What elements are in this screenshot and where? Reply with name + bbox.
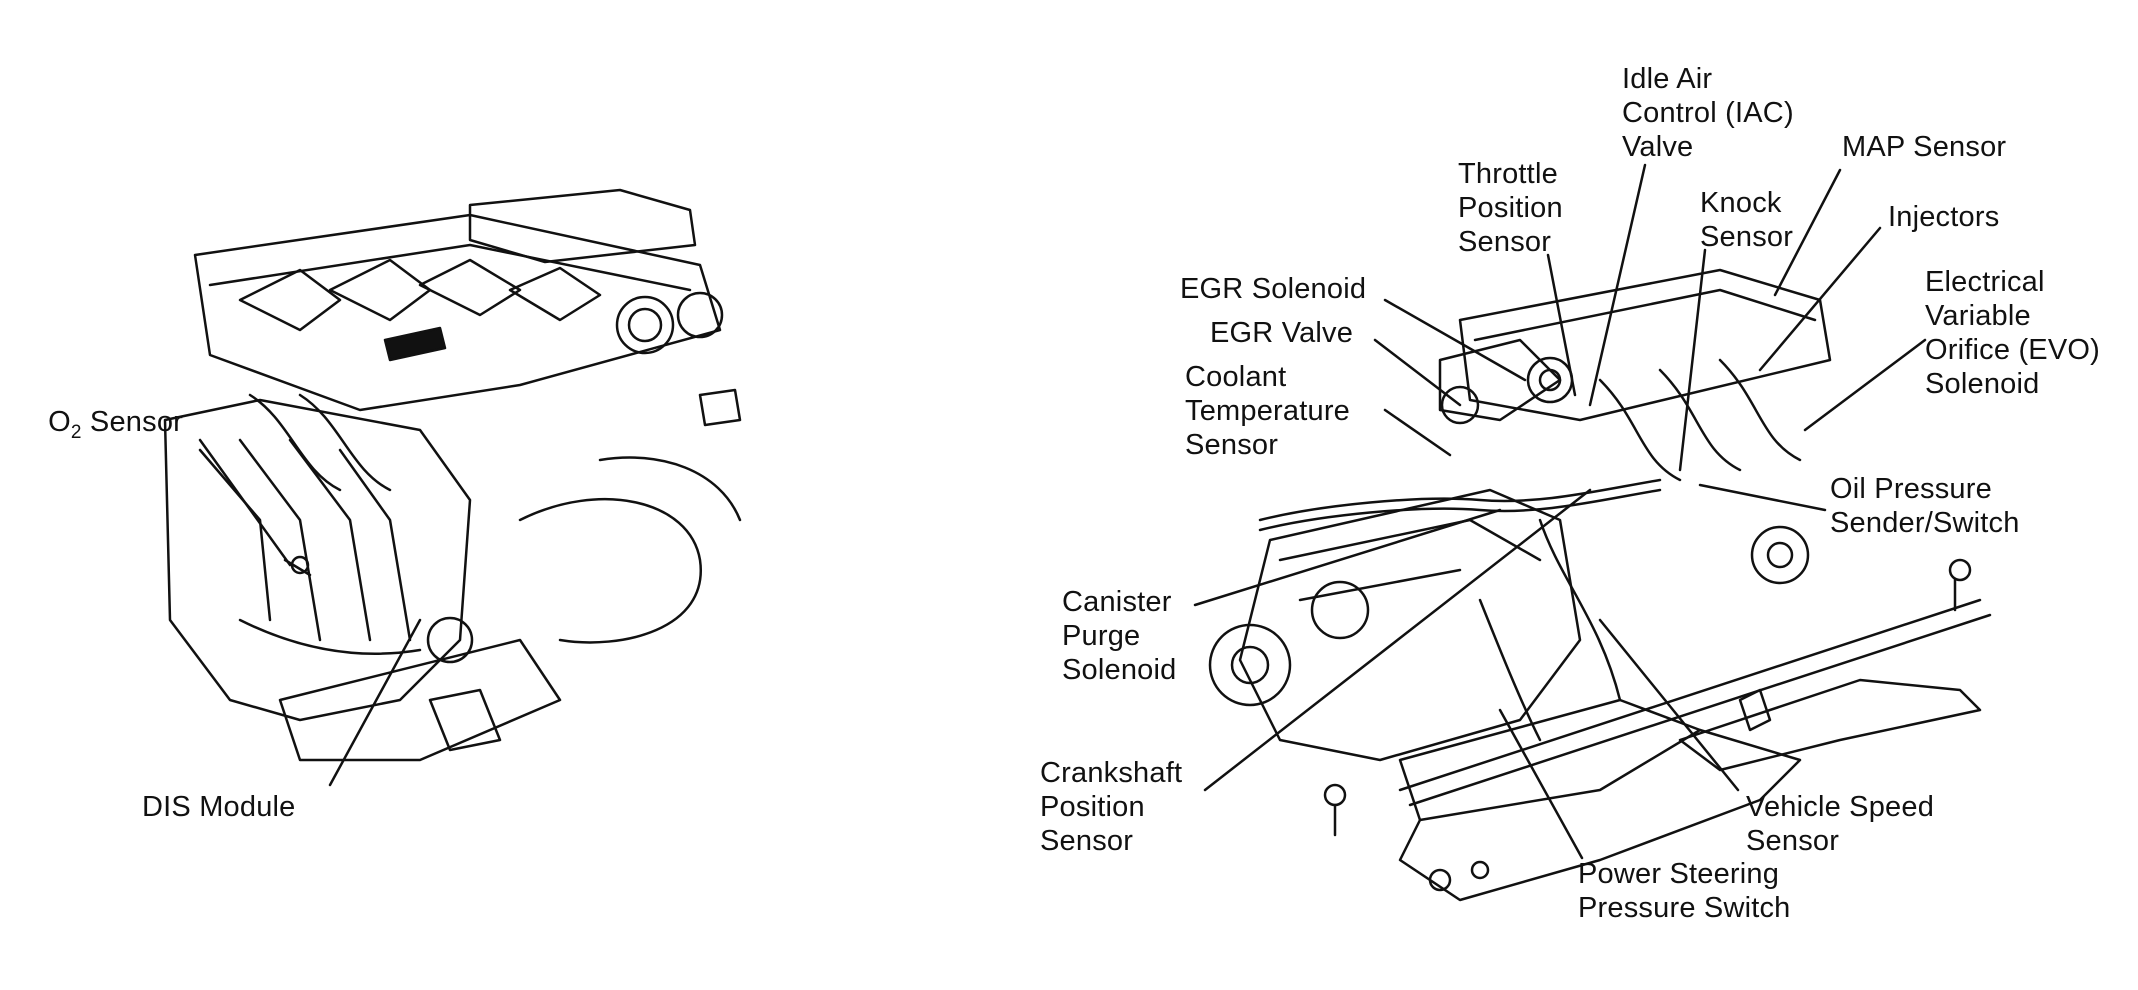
o2-subscript: 2 — [70, 422, 82, 443]
label-power-steering: Power Steering Pressure Switch — [1578, 858, 1791, 924]
leader-crankshaft-position — [1203, 488, 1592, 792]
label-egr-solenoid: EGR Solenoid — [1180, 273, 1367, 305]
label-dis-module: DIS Module — [142, 791, 296, 823]
leader-power-steering — [1498, 708, 1584, 860]
leader-dis-module — [328, 618, 422, 787]
leader-evo-solenoid — [1803, 338, 1927, 432]
leader-injectors — [1758, 226, 1882, 372]
leader-coolant-temperature — [1383, 408, 1452, 457]
label-egr-valve: EGR Valve — [1210, 317, 1354, 349]
label-throttle-position: Throttle Position Sensor — [1458, 158, 1563, 258]
leader-vehicle-speed — [1598, 618, 1740, 792]
label-canister-purge: Canister Purge Solenoid — [1062, 586, 1177, 686]
label-vehicle-speed: Vehicle Speed Sensor — [1746, 791, 1935, 857]
leader-canister-purge — [1193, 508, 1502, 607]
label-oil-pressure: Oil Pressure Sender/Switch — [1830, 473, 2020, 539]
label-injectors: Injectors — [1888, 201, 2000, 233]
leader-o2-sensor — [198, 438, 292, 567]
o2-letter: O — [48, 406, 71, 438]
leader-oil-pressure — [1698, 483, 1827, 512]
label-idle-air-control: Idle Air Control (IAC) Valve — [1622, 63, 1794, 163]
right-engine-drawing — [1208, 268, 1992, 902]
leader-egr-valve — [1373, 338, 1462, 407]
o2-rest: Sensor — [81, 406, 183, 438]
leader-map-sensor — [1773, 168, 1842, 297]
label-evo-solenoid: Electrical Variable Orifice (EVO) Soleno… — [1925, 266, 2100, 400]
label-map-sensor: MAP Sensor — [1842, 131, 2007, 163]
leader-throttle-position — [1546, 253, 1577, 397]
leader-knock-sensor — [1678, 248, 1707, 472]
label-o2-sensor: O2 Sensor — [48, 405, 183, 443]
label-knock-sensor: Knock Sensor — [1700, 187, 1794, 253]
label-coolant-temperature: Coolant Temperature Sensor — [1185, 361, 1350, 461]
label-crankshaft-position: Crankshaft Position Sensor — [1040, 757, 1183, 857]
left-engine-drawing — [163, 188, 742, 762]
leader-egr-solenoid — [1383, 298, 1527, 382]
leader-idle-air-control — [1588, 163, 1647, 407]
